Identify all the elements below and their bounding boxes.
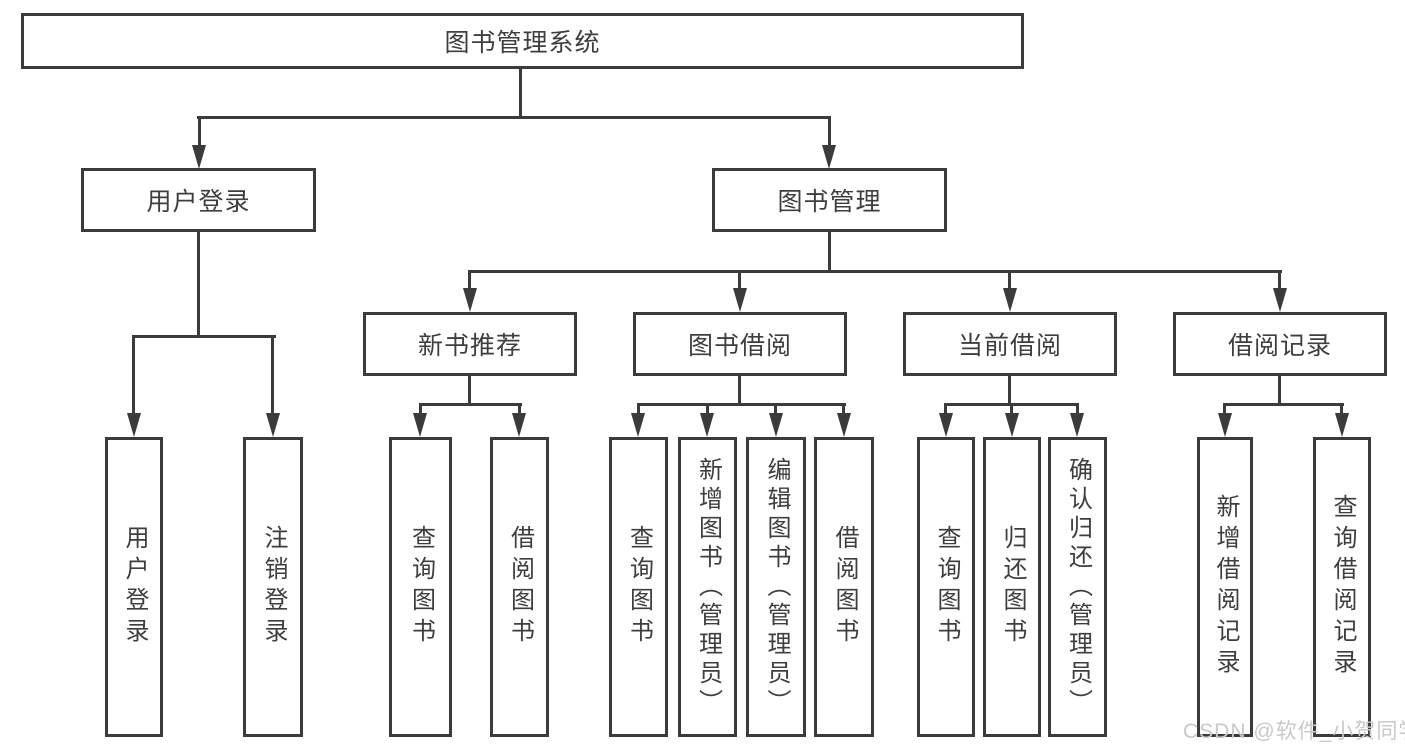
connector-arrow-stem bbox=[774, 406, 777, 415]
arrowhead-down-icon bbox=[1335, 413, 1349, 437]
leaf-edit-book-admin: 编辑图书（管理员） bbox=[746, 437, 806, 737]
leaf-edit-book-admin-label: 编辑图书（管理员） bbox=[763, 456, 790, 718]
leaf-query-books-3-label: 查询图书 bbox=[933, 525, 960, 649]
connector-bookmgmt-stub bbox=[828, 232, 831, 272]
arrowhead-down-icon bbox=[1218, 413, 1232, 437]
connector-level2-rail bbox=[468, 270, 1282, 273]
arrowhead-down-icon bbox=[1070, 413, 1084, 437]
arrowhead-down-icon bbox=[463, 288, 477, 312]
connector-level1-rail bbox=[197, 116, 831, 119]
arrowhead-down-icon bbox=[837, 413, 851, 437]
connector-arrow-stem bbox=[1008, 273, 1011, 290]
node-current-borrow: 当前借阅 bbox=[903, 312, 1117, 376]
connector-group-stub bbox=[1278, 376, 1281, 405]
connector-arrow-stem bbox=[271, 338, 274, 415]
connector-userlogin-stub bbox=[197, 232, 200, 337]
node-current-borrow-label: 当前借阅 bbox=[957, 332, 1062, 360]
arrowhead-down-icon bbox=[733, 288, 747, 312]
connector-arrow-stem bbox=[828, 119, 831, 146]
leaf-query-books-2: 查询图书 bbox=[609, 437, 668, 737]
leaf-logout-label: 注销登录 bbox=[260, 525, 287, 649]
node-borrow-records: 借阅记录 bbox=[1173, 312, 1387, 376]
arrowhead-down-icon bbox=[1273, 288, 1287, 312]
connector-root-stub bbox=[519, 69, 522, 118]
connector-arrow-stem bbox=[1076, 406, 1079, 415]
leaf-return-book: 归还图书 bbox=[983, 437, 1041, 737]
node-new-book-recommend: 新书推荐 bbox=[363, 312, 577, 376]
leaf-add-borrow-record: 新增借阅记录 bbox=[1197, 437, 1253, 737]
node-book-management-label: 图书管理 bbox=[777, 188, 882, 216]
connector-arrow-stem bbox=[637, 406, 640, 415]
leaf-query-borrow-record: 查询借阅记录 bbox=[1313, 437, 1371, 737]
connector-group-rail bbox=[637, 403, 846, 406]
connector-arrow-stem bbox=[706, 406, 709, 415]
arrowhead-down-icon bbox=[769, 413, 783, 437]
leaf-query-borrow-record-label: 查询借阅记录 bbox=[1329, 494, 1356, 680]
connector-arrow-stem bbox=[1340, 406, 1343, 415]
connector-arrow-stem bbox=[1223, 406, 1226, 415]
leaf-confirm-return-admin: 确认归还（管理员） bbox=[1048, 437, 1107, 737]
leaf-query-books-1-label: 查询图书 bbox=[407, 525, 435, 649]
connector-group-stub bbox=[468, 376, 471, 405]
connector-group-rail bbox=[944, 403, 1079, 406]
connector-group-rail bbox=[419, 403, 522, 406]
connector-arrow-stem bbox=[842, 406, 845, 415]
csdn-watermark: CSDN @软件_小贺同学 bbox=[1183, 720, 1405, 743]
connector-arrow-stem bbox=[1010, 406, 1013, 415]
leaf-borrow-books-1: 借阅图书 bbox=[490, 437, 549, 737]
arrowhead-down-icon bbox=[512, 413, 526, 437]
arrowhead-down-icon bbox=[127, 413, 141, 437]
leaf-query-books-2-label: 查询图书 bbox=[625, 525, 653, 649]
leaf-query-books-1: 查询图书 bbox=[389, 437, 452, 737]
connector-arrow-stem bbox=[1278, 273, 1281, 290]
connector-userlogin-rail bbox=[132, 335, 276, 338]
arrowhead-down-icon bbox=[631, 413, 645, 437]
connector-arrow-stem bbox=[944, 406, 947, 415]
connector-group-stub bbox=[1008, 376, 1011, 405]
connector-arrow-stem bbox=[132, 338, 135, 415]
leaf-add-borrow-record-label: 新增借阅记录 bbox=[1212, 494, 1239, 680]
leaf-borrow-books-1-label: 借阅图书 bbox=[506, 525, 534, 649]
node-user-login: 用户登录 bbox=[81, 168, 316, 232]
leaf-borrow-books-2: 借阅图书 bbox=[814, 437, 874, 737]
node-book-management: 图书管理 bbox=[712, 168, 947, 232]
arrowhead-down-icon bbox=[1003, 288, 1017, 312]
leaf-logout: 注销登录 bbox=[243, 437, 303, 737]
connector-arrow-stem bbox=[738, 273, 741, 290]
arrowhead-down-icon bbox=[1005, 413, 1019, 437]
leaf-add-book-admin-label: 新增图书（管理员） bbox=[694, 456, 722, 718]
connector-arrow-stem bbox=[468, 273, 471, 290]
leaf-query-books-3: 查询图书 bbox=[917, 437, 975, 737]
arrowhead-down-icon bbox=[192, 145, 206, 169]
leaf-borrow-books-2-label: 借阅图书 bbox=[831, 525, 858, 649]
connector-arrow-stem bbox=[518, 406, 521, 415]
node-book-borrow-label: 图书借阅 bbox=[687, 332, 792, 360]
arrowhead-down-icon bbox=[822, 145, 836, 169]
node-book-borrow: 图书借阅 bbox=[633, 312, 847, 376]
leaf-user-login-label: 用户登录 bbox=[121, 525, 148, 649]
arrowhead-down-icon bbox=[939, 413, 953, 437]
node-root-library-system: 图书管理系统 bbox=[21, 13, 1024, 69]
arrowhead-down-icon bbox=[413, 413, 427, 437]
connector-arrow-stem bbox=[419, 406, 422, 415]
connector-arrow-stem bbox=[198, 119, 201, 146]
leaf-return-book-label: 归还图书 bbox=[999, 525, 1026, 649]
arrowhead-down-icon bbox=[700, 413, 714, 437]
connector-group-rail bbox=[1223, 403, 1344, 406]
node-root-label: 图书管理系统 bbox=[444, 29, 601, 57]
node-user-login-label: 用户登录 bbox=[146, 188, 251, 216]
arrowhead-down-icon bbox=[266, 413, 280, 437]
leaf-add-book-admin: 新增图书（管理员） bbox=[678, 437, 737, 737]
connector-group-stub bbox=[738, 376, 741, 405]
node-borrow-records-label: 借阅记录 bbox=[1227, 332, 1332, 360]
node-new-book-recommend-label: 新书推荐 bbox=[417, 332, 522, 360]
leaf-confirm-return-admin-label: 确认归还（管理员） bbox=[1064, 456, 1092, 718]
leaf-user-login: 用户登录 bbox=[105, 437, 163, 737]
